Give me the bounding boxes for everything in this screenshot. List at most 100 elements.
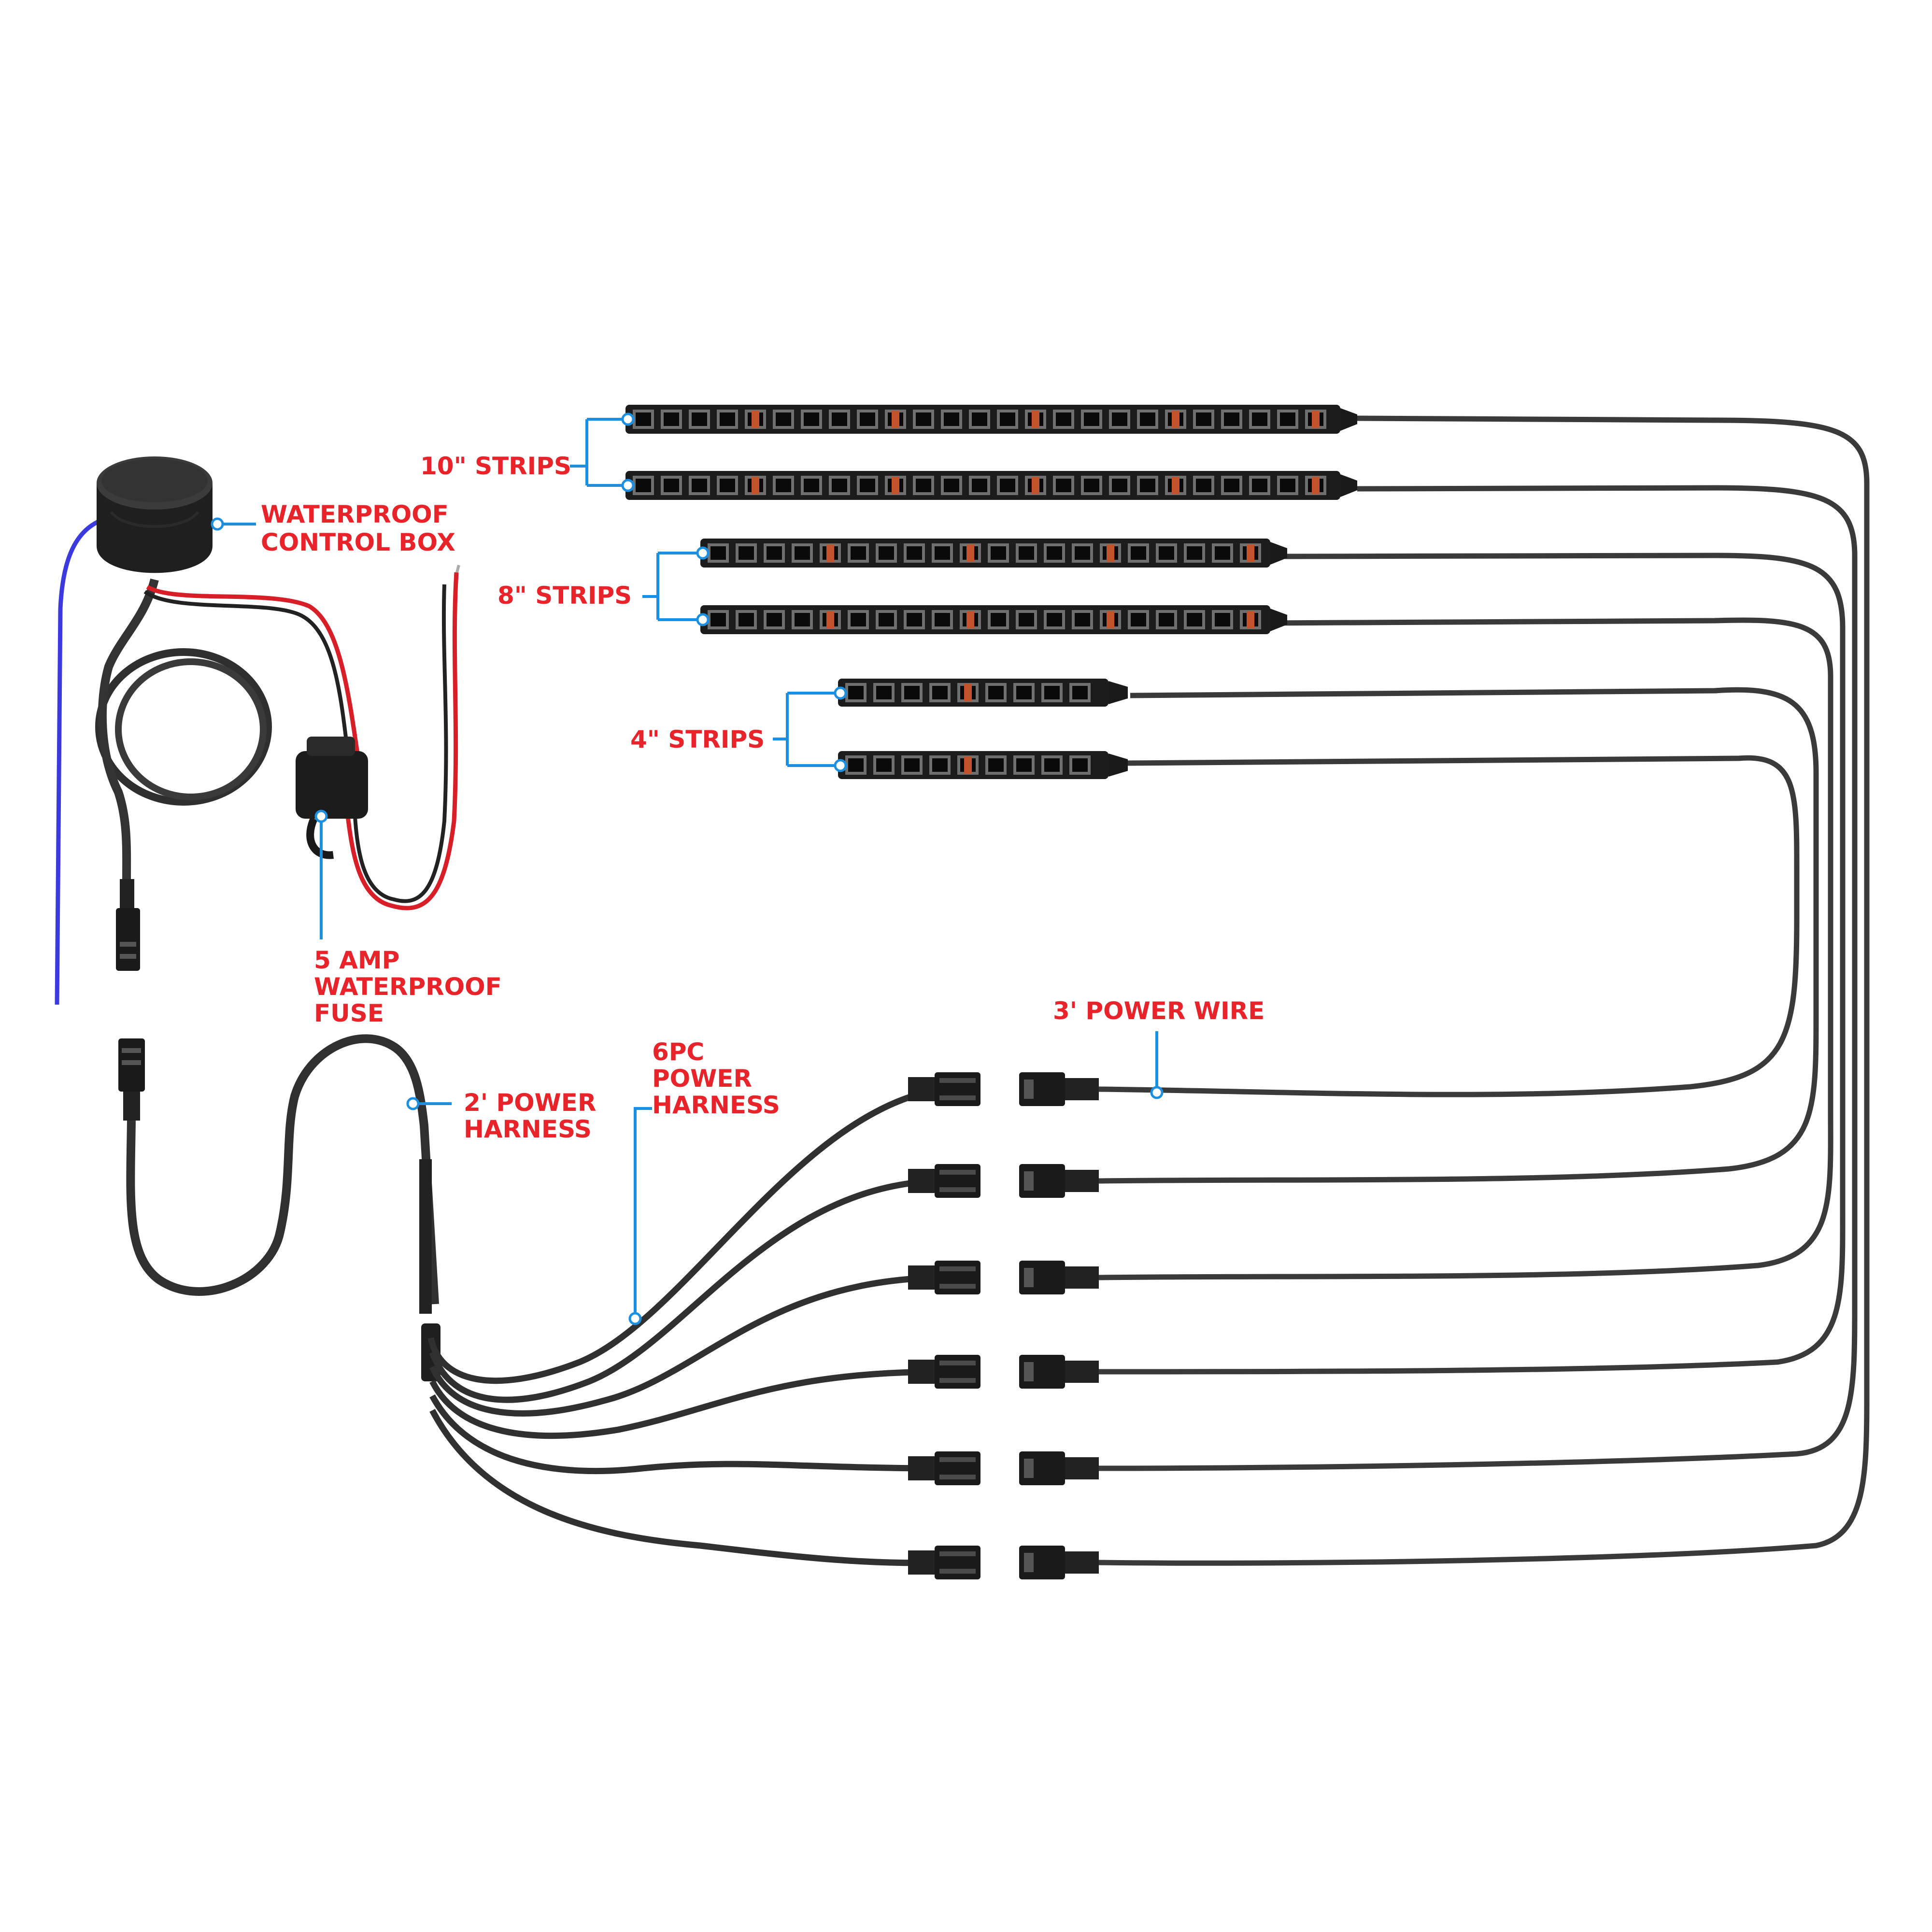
led-chip-face bbox=[876, 686, 892, 699]
led-chip-face bbox=[1215, 613, 1230, 626]
led-chip-face bbox=[1187, 546, 1202, 560]
led-chip-face bbox=[972, 479, 987, 492]
led-chip-face bbox=[1016, 686, 1032, 699]
copper-cut-pad bbox=[1107, 544, 1114, 562]
led-chip-face bbox=[988, 686, 1004, 699]
harness-connectors bbox=[908, 1072, 980, 1579]
led-chip-face bbox=[710, 613, 726, 626]
copper-cut-pad bbox=[826, 544, 834, 562]
plug-connector-icon bbox=[908, 1261, 980, 1294]
plug-connector-icon bbox=[908, 1164, 980, 1198]
copper-cut-pad bbox=[1032, 477, 1039, 494]
label-6pc-harness-line3: HARNESS bbox=[652, 1091, 780, 1119]
power-wire-connectors bbox=[1019, 1072, 1099, 1579]
led-chip-face bbox=[692, 479, 707, 492]
control-box-to-fuse-wire-red bbox=[146, 585, 360, 754]
copper-cut-pad bbox=[826, 611, 834, 628]
led-chip-face bbox=[1112, 412, 1127, 426]
copper-cut-pad bbox=[964, 756, 972, 774]
led-chip-face bbox=[739, 546, 754, 560]
led-chip-face bbox=[851, 546, 866, 560]
led-chip-face bbox=[1131, 613, 1146, 626]
led-chip-face bbox=[1224, 479, 1239, 492]
power-wire bbox=[1098, 485, 1858, 1471]
label-fuse-line2: WATERPROOF bbox=[314, 973, 502, 1001]
led-chip-face bbox=[767, 613, 782, 626]
led-chip-face bbox=[636, 479, 651, 492]
led-chip-face bbox=[860, 479, 875, 492]
control-box bbox=[97, 456, 213, 573]
led-chip-face bbox=[664, 479, 679, 492]
plug-connector-icon bbox=[1019, 1164, 1099, 1198]
led-chip-face bbox=[1196, 479, 1211, 492]
led-chip-face bbox=[1072, 686, 1088, 699]
led-chip-face bbox=[1047, 546, 1062, 560]
led-chip-face bbox=[1280, 479, 1295, 492]
label-10in-strips: 10" STRIPS bbox=[420, 452, 571, 480]
led-chip-face bbox=[1280, 412, 1295, 426]
led-chip-face bbox=[991, 613, 1006, 626]
harness-branch bbox=[429, 1368, 942, 1439]
plug-connector-icon bbox=[908, 1546, 980, 1579]
power-wire bbox=[1098, 415, 1870, 1566]
led-chip-face bbox=[972, 412, 987, 426]
copper-cut-pad bbox=[752, 411, 759, 428]
led-chip-face bbox=[1072, 758, 1088, 772]
label-2ft-harness-line2: HARNESS bbox=[464, 1115, 592, 1143]
copper-cut-pad bbox=[966, 544, 974, 562]
led-chip-face bbox=[1019, 613, 1034, 626]
control-box-assembly bbox=[55, 456, 360, 1005]
label-control-box-line2: CONTROL BOX bbox=[261, 528, 455, 556]
led-chip-face bbox=[932, 686, 948, 699]
led-chip-face bbox=[739, 613, 754, 626]
power-harness-2ft bbox=[118, 1034, 440, 1381]
led-chip-face bbox=[636, 412, 651, 426]
led-chip-face bbox=[904, 686, 920, 699]
led-chip-face bbox=[1056, 412, 1071, 426]
plug-connector-icon bbox=[1019, 1261, 1099, 1294]
label-2ft-harness-line1: 2' POWER bbox=[464, 1089, 596, 1117]
led-chip-face bbox=[795, 613, 810, 626]
led-chip-face bbox=[935, 613, 950, 626]
harness-branch bbox=[429, 1394, 942, 1475]
led-chip-face bbox=[1159, 546, 1174, 560]
led-chip-face bbox=[1056, 479, 1071, 492]
led-chip-face bbox=[904, 758, 920, 772]
fuse-holder-icon bbox=[296, 737, 368, 859]
led-chip-face bbox=[991, 546, 1006, 560]
led-chip-face bbox=[1084, 412, 1099, 426]
callout-8in-strips bbox=[642, 552, 703, 621]
plug-connector-icon bbox=[1019, 1072, 1099, 1106]
led-chip-face bbox=[832, 479, 847, 492]
cable-coil bbox=[95, 648, 272, 806]
plug-connector-icon bbox=[908, 1355, 980, 1389]
label-4in-strips: 4" STRIPS bbox=[630, 725, 765, 753]
led-chip-face bbox=[944, 412, 959, 426]
led-chip-face bbox=[932, 758, 948, 772]
led-chip-face bbox=[1215, 546, 1230, 560]
led-chip-face bbox=[1187, 613, 1202, 626]
power-wires bbox=[1098, 415, 1870, 1566]
label-6pc-harness-line1: 6PC bbox=[652, 1038, 704, 1066]
led-chip-face bbox=[848, 758, 864, 772]
led-strip-10in bbox=[625, 471, 1357, 500]
led-strip-8in bbox=[700, 605, 1287, 634]
led-chip-face bbox=[1224, 412, 1239, 426]
led-chip-face bbox=[1044, 758, 1060, 772]
led-chip-face bbox=[1044, 686, 1060, 699]
led-chip-face bbox=[1000, 412, 1015, 426]
plug-connector-icon bbox=[908, 1451, 980, 1485]
led-chip-face bbox=[664, 412, 679, 426]
control-box-lead bbox=[98, 578, 159, 884]
fuse-red-lead bbox=[345, 572, 459, 910]
copper-cut-pad bbox=[1032, 411, 1039, 428]
led-chip-face bbox=[692, 412, 707, 426]
callout-dots bbox=[211, 412, 1164, 1325]
led-chip-face bbox=[1112, 479, 1127, 492]
led-chip-face bbox=[879, 546, 894, 560]
led-chip-face bbox=[907, 546, 922, 560]
led-chip-face bbox=[1075, 613, 1090, 626]
copper-cut-pad bbox=[752, 477, 759, 494]
led-chip-face bbox=[720, 412, 735, 426]
